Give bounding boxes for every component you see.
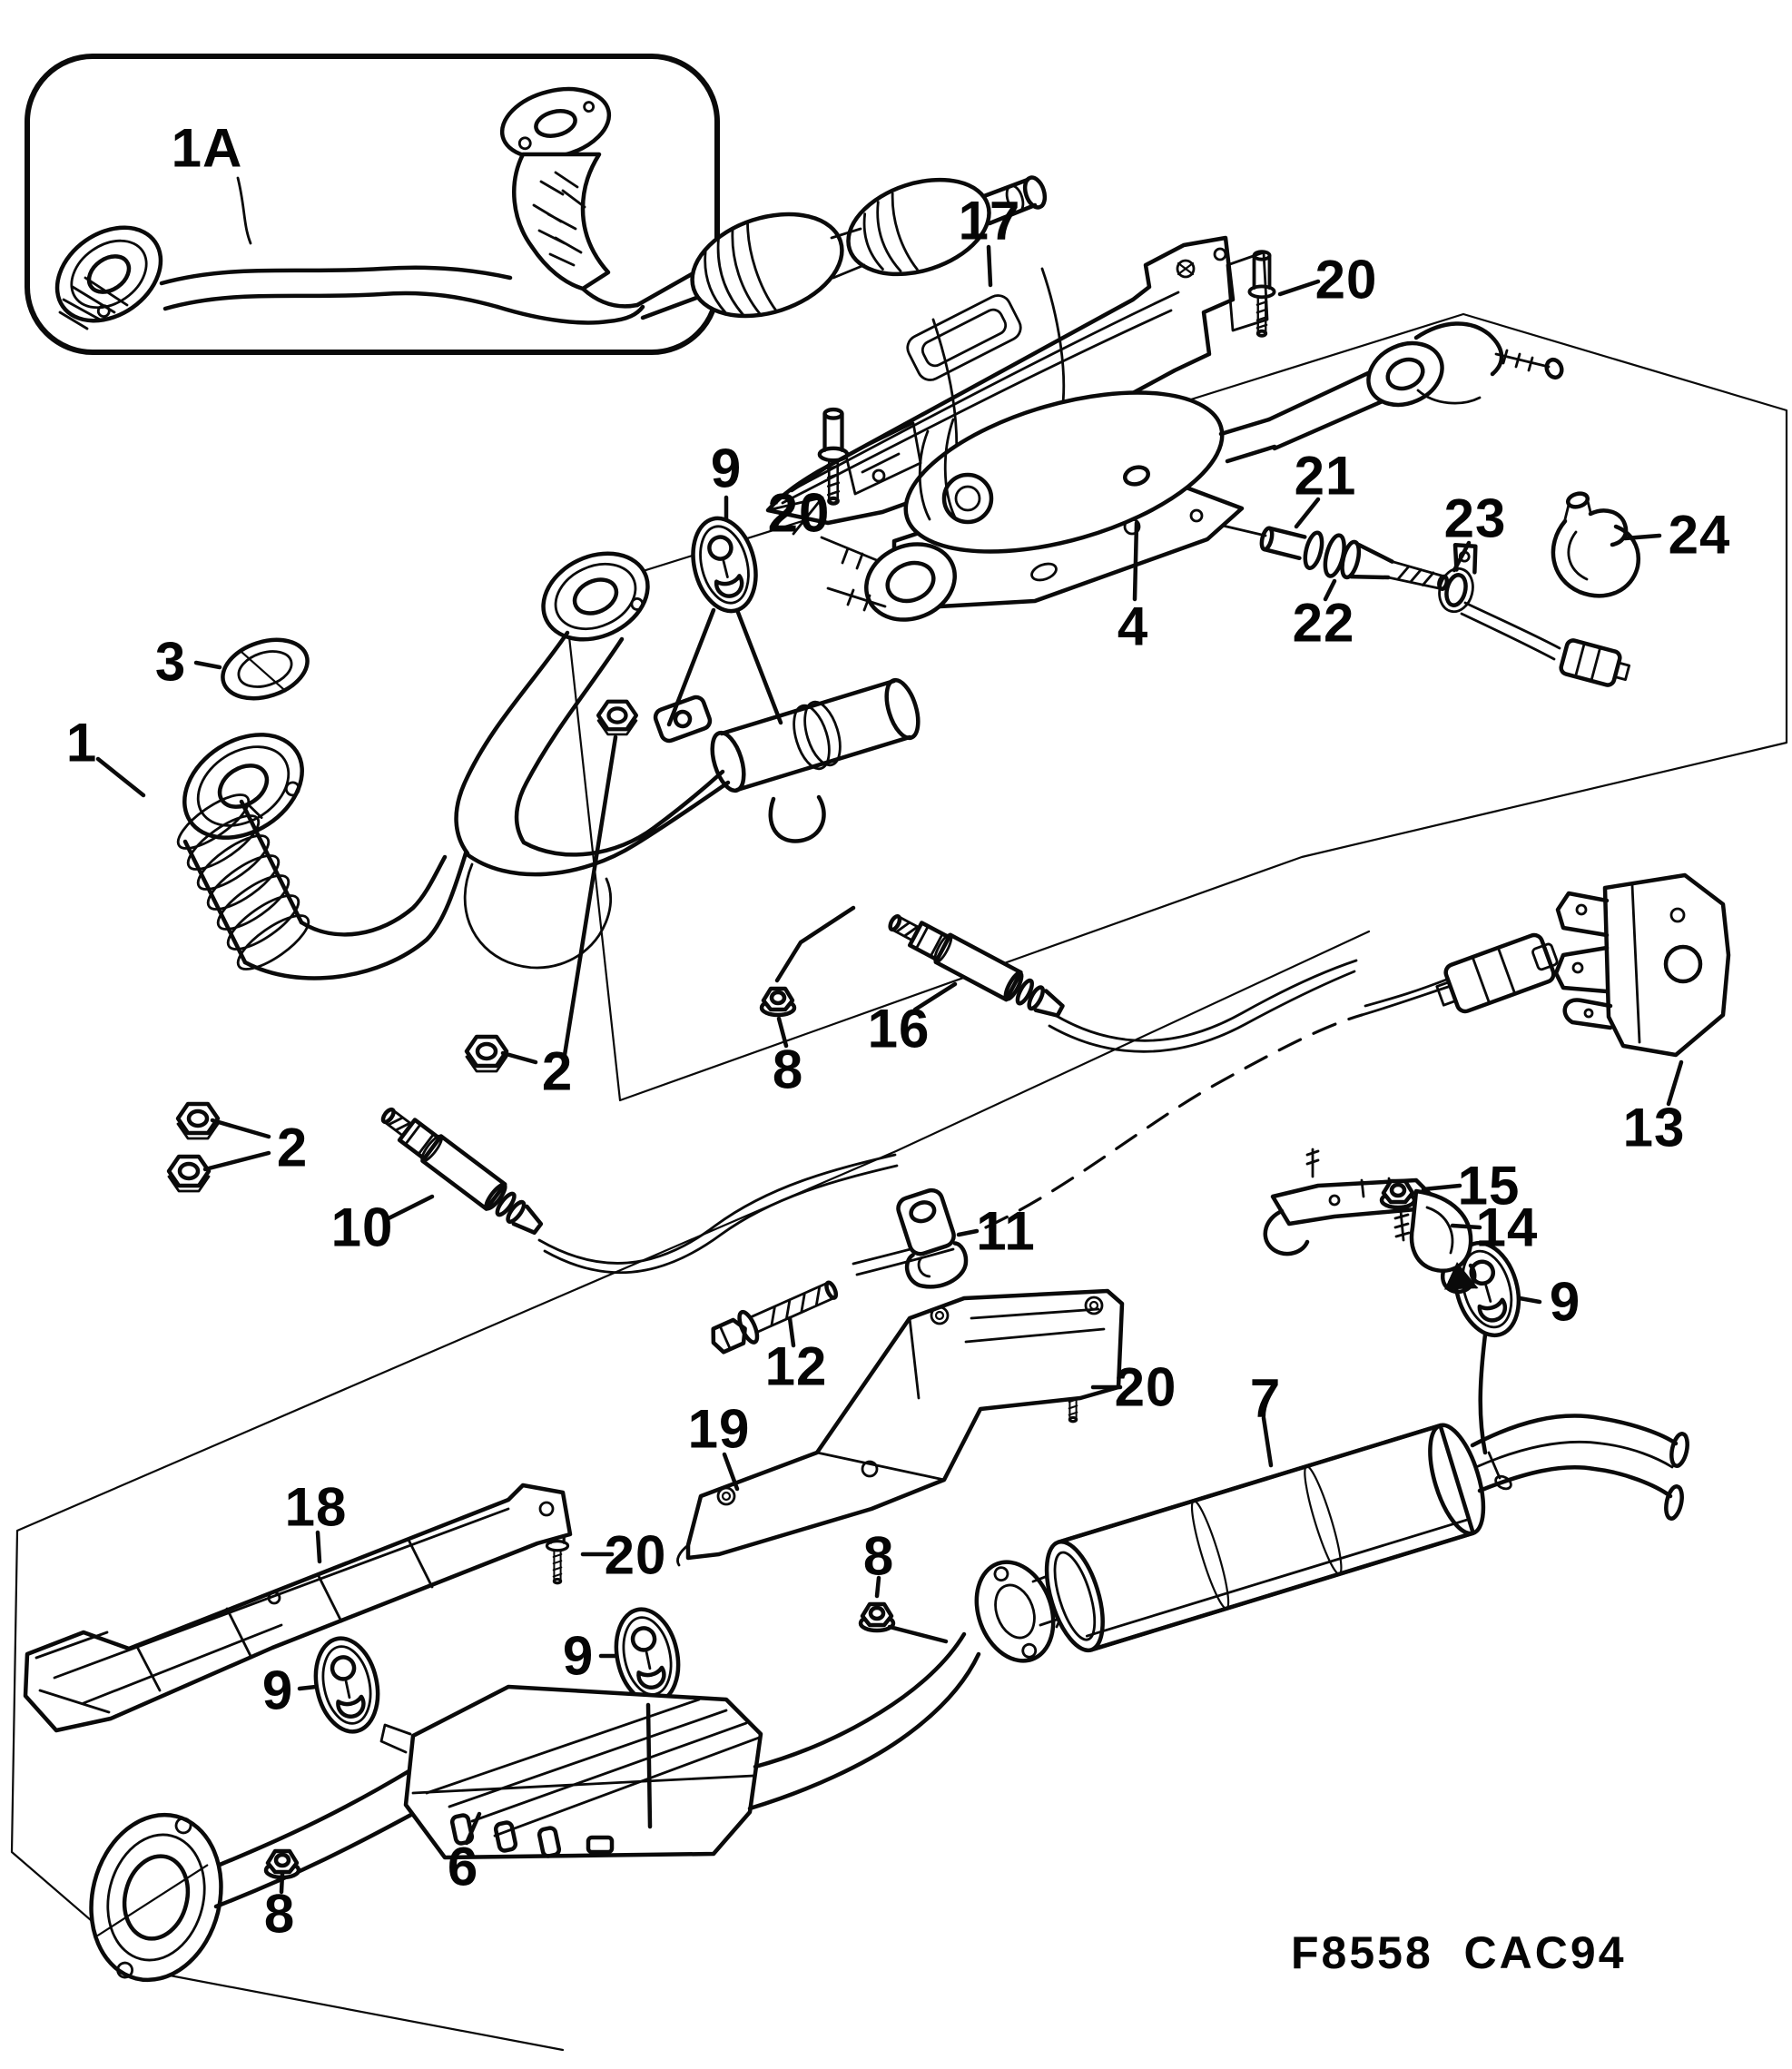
hanger-9b — [308, 1632, 386, 1737]
sensor-10-cable — [537, 1153, 899, 1275]
bracket-13-drawing — [1553, 872, 1731, 1058]
part-callout-8b: 8 — [263, 1883, 296, 1945]
part-callout-20b: 20 — [767, 482, 831, 544]
gasket-3-drawing — [221, 637, 310, 701]
part-callout-15: 15 — [1457, 1155, 1521, 1217]
nut-15-drawing — [1382, 1181, 1414, 1242]
part-callout-7: 7 — [1249, 1367, 1282, 1429]
downpipe-1-drawing — [176, 551, 921, 980]
heat-shield-18-drawing — [23, 1483, 573, 1733]
nut-2b2 — [169, 1157, 209, 1191]
leader-lines — [95, 244, 1684, 1895]
part-callout-9b: 9 — [261, 1660, 294, 1721]
bottom-flange-drawing — [89, 1812, 223, 1983]
part-callout-9d: 9 — [1549, 1271, 1581, 1333]
bolt-20a — [1226, 250, 1276, 338]
temp-sensor-21-22-drawing — [1221, 524, 1450, 591]
connector-plug-drawing — [1364, 932, 1559, 1014]
hook-bracket-24-drawing — [1551, 491, 1641, 598]
part-callout-2b: 2 — [276, 1117, 309, 1178]
bolt-12-drawing — [711, 1280, 839, 1355]
part-callout-10: 10 — [330, 1197, 394, 1258]
part-callout-4: 4 — [1117, 596, 1149, 657]
part-callout-1: 1 — [65, 712, 98, 773]
part-callout-2a: 2 — [541, 1040, 574, 1102]
front-pipe-1a-drawing — [54, 86, 1048, 330]
part-callout-14: 14 — [1475, 1197, 1539, 1258]
part-callout-17: 17 — [958, 190, 1021, 251]
panel-boundary-lower — [10, 930, 1371, 2052]
centre-muffler-6-drawing — [213, 1631, 981, 1909]
part-callout-18: 18 — [284, 1476, 348, 1538]
part-callout-9a: 9 — [710, 438, 743, 499]
nut-2a — [467, 1037, 507, 1071]
clamp-11-drawing — [852, 1187, 969, 1289]
bracket-14-drawing — [1263, 1148, 1479, 1295]
part-callout-9c: 9 — [562, 1625, 595, 1687]
cable-to-connector — [1360, 984, 1452, 1017]
part-callout-24: 24 — [1668, 504, 1731, 566]
panel-boundary-upper — [563, 312, 1788, 1102]
part-callout-8a: 8 — [772, 1039, 804, 1100]
part-callout-19: 19 — [687, 1398, 751, 1460]
part-callout-12: 12 — [764, 1335, 828, 1397]
nut-8a — [762, 989, 794, 1015]
part-callout-8c: 8 — [862, 1525, 895, 1587]
cable-routing-dashed — [984, 1013, 1364, 1229]
part-callout-3: 3 — [154, 631, 187, 693]
part-callout-20d: 20 — [1114, 1356, 1177, 1418]
sensor-16-cable — [1048, 959, 1358, 1053]
oxygen-sensor-10 — [376, 1101, 546, 1241]
part-callout-13: 13 — [1622, 1097, 1686, 1158]
hanger-9a — [684, 512, 764, 618]
part-callout-20a: 20 — [1314, 249, 1378, 310]
part-callout-20c: 20 — [604, 1524, 667, 1586]
figure-code: F8558 CAC94 — [1291, 1927, 1627, 1978]
part-callout-21: 21 — [1294, 445, 1357, 507]
catalytic-converter-4-drawing — [820, 321, 1564, 622]
part-callout-1a: 1A — [171, 117, 243, 179]
part-callout-6: 6 — [447, 1836, 479, 1897]
sensor-cable-connector-drawing — [1460, 601, 1631, 687]
rear-muffler-7-drawing — [974, 1414, 1689, 1663]
part-callout-23: 23 — [1443, 488, 1507, 549]
part-callout-11: 11 — [976, 1200, 1036, 1262]
part-callout-16: 16 — [867, 998, 930, 1059]
part-callout-22: 22 — [1292, 592, 1355, 654]
